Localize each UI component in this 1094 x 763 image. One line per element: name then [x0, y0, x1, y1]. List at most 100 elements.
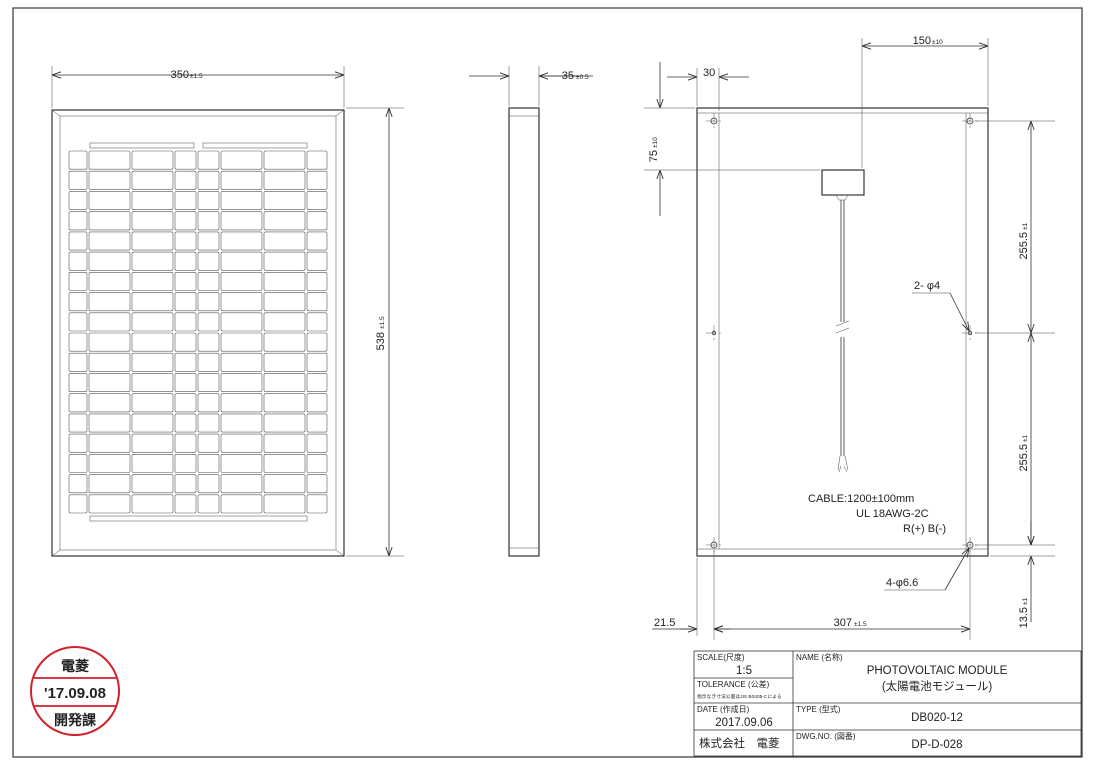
dwg-label: DWG.NO. (図番): [796, 731, 856, 741]
solar-cell: [197, 373, 220, 392]
solar-cell: [220, 474, 263, 494]
hole-span-dim: 307: [834, 617, 852, 629]
cable-polarity-spec: R(+) B(-): [903, 523, 946, 535]
solar-cell: [306, 231, 328, 251]
solar-cell: [174, 150, 197, 170]
solar-cell: [263, 251, 306, 271]
cable-wire-spec: UL 18AWG-2C: [856, 508, 929, 520]
solar-cell: [68, 231, 88, 251]
solar-cell: [306, 211, 328, 231]
solar-cell: [131, 312, 174, 332]
solar-cell: [263, 332, 306, 352]
solar-cell: [174, 453, 197, 473]
dwg-value: DP-D-028: [911, 739, 962, 751]
front-width-dim: 350: [171, 69, 189, 81]
junction-offset-tol: ±10: [932, 39, 943, 46]
solar-cell: [131, 332, 174, 352]
small-hole-right: [962, 325, 978, 341]
solar-cell: [131, 474, 174, 494]
solar-cell: [220, 494, 263, 514]
solar-cell: [197, 150, 220, 170]
approval-stamp: 電菱 '17.09.08 開発課: [30, 646, 120, 736]
solar-cell: [174, 494, 197, 514]
solar-cell: [174, 332, 197, 352]
solar-cell: [174, 292, 197, 312]
solar-cell: [88, 271, 131, 291]
solar-cell: [131, 494, 174, 514]
bus-bar-left: [89, 142, 195, 149]
solar-cell: [68, 150, 88, 170]
front-frame-outer: [51, 109, 345, 557]
solar-cell: [263, 373, 306, 392]
solar-cell: [131, 170, 174, 190]
solar-cell: [263, 191, 306, 210]
solar-cell: [68, 413, 88, 433]
solar-cell: [197, 191, 220, 210]
solar-cell: [197, 474, 220, 494]
solar-cell: [131, 150, 174, 170]
solar-cell: [220, 251, 263, 271]
solar-cell: [88, 211, 131, 231]
solar-cell: [131, 191, 174, 210]
solar-cell: [220, 150, 263, 170]
solar-cell: [131, 373, 174, 392]
solar-cell: [263, 494, 306, 514]
solar-cell: [306, 312, 328, 332]
solar-cell: [197, 292, 220, 312]
solar-cell: [306, 191, 328, 210]
hole-span-tol: ±1.5: [854, 621, 867, 628]
solar-cell: [68, 191, 88, 210]
solar-cell: [68, 292, 88, 312]
solar-cell: [263, 271, 306, 291]
side-frame: [508, 107, 540, 557]
pitch-lower-tol: ±1: [1022, 434, 1029, 442]
solar-cell: [306, 332, 328, 352]
solar-cell: [197, 413, 220, 433]
solar-cell: [68, 373, 88, 392]
solar-cell: [131, 211, 174, 231]
solar-cell: [263, 170, 306, 190]
solar-cell: [306, 453, 328, 473]
junction-box: [821, 169, 865, 196]
solar-cell: [263, 211, 306, 231]
bottom-hole-tol: ±1: [1022, 597, 1029, 605]
side-depth-dim: 35: [562, 70, 574, 82]
solar-cell: [68, 474, 88, 494]
solar-cell: [306, 433, 328, 453]
stamp-company: 電菱: [61, 658, 89, 674]
bus-bar-right: [202, 142, 308, 149]
solar-cell: [88, 312, 131, 332]
solar-cell: [197, 453, 220, 473]
front-frame-inner: [59, 115, 337, 551]
solar-cell: [88, 191, 131, 210]
solar-cell: [88, 170, 131, 190]
solar-cell: [197, 211, 220, 231]
solar-cell: [68, 251, 88, 271]
date-label: DATE (作成日): [697, 704, 750, 714]
solar-cell: [197, 433, 220, 453]
solar-cell: [68, 170, 88, 190]
solar-cell: [197, 170, 220, 190]
solar-cell: [220, 413, 263, 433]
solar-cell: [131, 393, 174, 413]
title-block: SCALE(尺度) 1:5 TOLERANCE (公差) 指示なき寸法公差はJI…: [693, 650, 1082, 757]
solar-cell: [197, 393, 220, 413]
bus-bar-bottom: [89, 515, 308, 522]
solar-cell: [174, 352, 197, 372]
solar-cell: [263, 231, 306, 251]
stamp-date: '17.09.08: [44, 685, 106, 702]
solar-cell: [68, 211, 88, 231]
solar-cell: [174, 211, 197, 231]
solar-cell: [174, 251, 197, 271]
solar-cell: [263, 413, 306, 433]
side-depth-tol: ±0.5: [576, 74, 589, 81]
solar-cell: [306, 251, 328, 271]
date-value: 2017.09.06: [715, 717, 773, 729]
solar-cell: [220, 170, 263, 190]
solar-cell: [220, 312, 263, 332]
solar-cell: [131, 231, 174, 251]
cell-grid: [68, 150, 328, 514]
solar-cell: [263, 312, 306, 332]
solar-cell: [68, 271, 88, 291]
